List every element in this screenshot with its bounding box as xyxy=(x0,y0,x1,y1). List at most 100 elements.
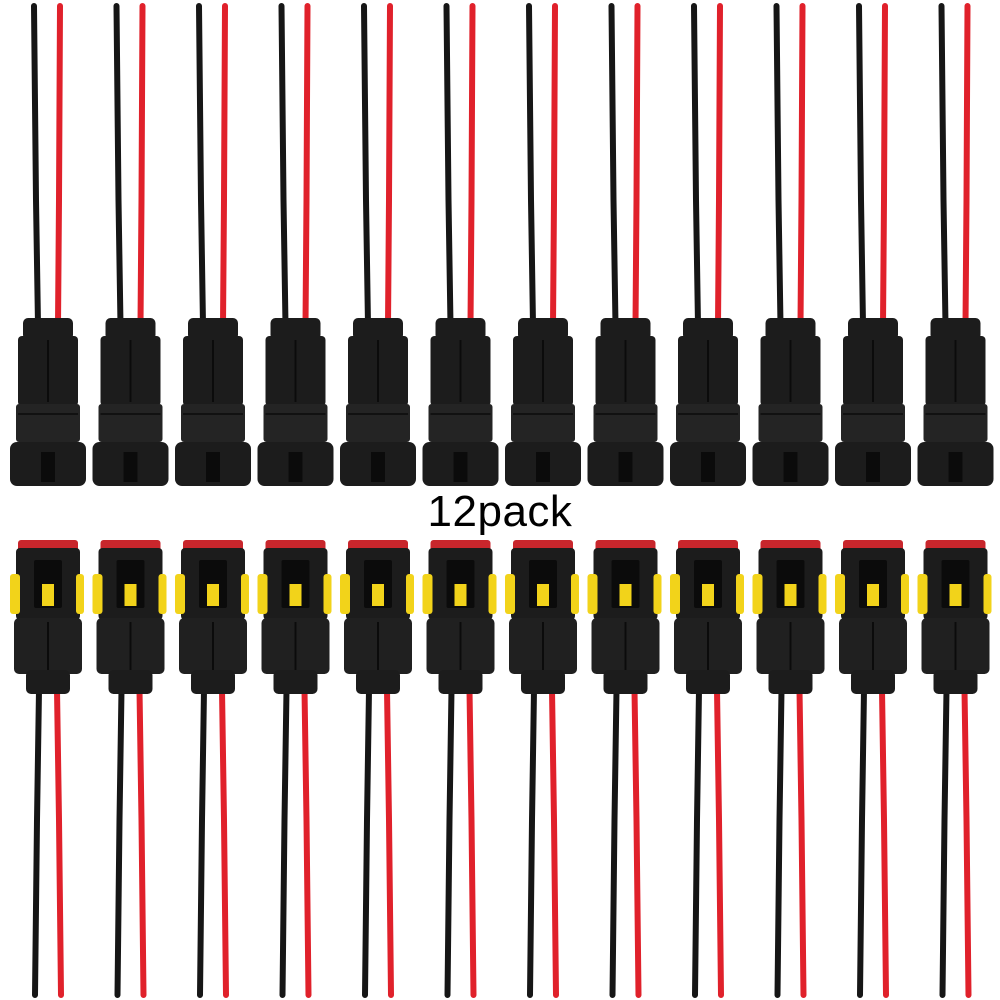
connector-waist xyxy=(263,404,328,442)
connector-boot xyxy=(438,670,483,694)
seal-right xyxy=(241,574,249,614)
connector-boot xyxy=(933,670,978,694)
red-wire xyxy=(797,3,806,328)
black-wire xyxy=(609,687,620,998)
seal-left xyxy=(670,574,680,614)
female-connector xyxy=(917,3,994,486)
black-wire xyxy=(32,687,42,998)
connector-boot xyxy=(600,318,651,340)
black-wire xyxy=(31,3,41,328)
connector-boot xyxy=(270,318,321,340)
male-connector-row xyxy=(10,540,992,998)
black-wire xyxy=(527,687,537,998)
connector-waist xyxy=(593,404,658,442)
female-connector xyxy=(92,3,169,486)
seal-right xyxy=(76,574,84,614)
red-wire xyxy=(879,687,889,998)
connector-boot xyxy=(518,318,568,340)
seal-left xyxy=(917,574,928,614)
connector-waist xyxy=(511,404,575,442)
red-wire xyxy=(549,687,559,998)
connector-boot xyxy=(851,670,895,694)
seal-center xyxy=(784,584,797,606)
connector-waist xyxy=(758,404,823,442)
black-wire xyxy=(939,687,950,998)
female-connector xyxy=(10,3,86,486)
female-connector xyxy=(752,3,829,486)
male-connector xyxy=(10,540,84,998)
red-wire xyxy=(962,3,971,328)
female-connector-row xyxy=(10,3,994,486)
red-wire xyxy=(136,687,147,998)
black-wire xyxy=(526,3,536,328)
connector-boot xyxy=(23,318,73,340)
pack-count-label: 12pack xyxy=(427,487,573,536)
red-wire xyxy=(466,687,477,998)
red-wire xyxy=(384,687,394,998)
seal-left xyxy=(752,574,763,614)
red-wire xyxy=(550,3,558,328)
male-connector xyxy=(92,540,167,998)
seal-right xyxy=(158,574,167,614)
connector-waist xyxy=(676,404,740,442)
connector-boot xyxy=(603,670,648,694)
male-connector xyxy=(175,540,249,998)
seal-center xyxy=(289,584,302,606)
red-wire xyxy=(302,3,311,328)
seal-right xyxy=(736,574,744,614)
red-wire xyxy=(301,687,312,998)
female-connector xyxy=(670,3,746,486)
latch-slot xyxy=(371,452,385,482)
seal-left xyxy=(835,574,845,614)
latch-slot xyxy=(948,452,963,482)
connector-boot xyxy=(108,670,153,694)
connector-boot xyxy=(930,318,981,340)
seal-center xyxy=(537,584,549,606)
latch-slot xyxy=(41,452,55,482)
connector-boot xyxy=(105,318,156,340)
black-wire xyxy=(856,3,866,328)
latch-slot xyxy=(288,452,303,482)
red-wire xyxy=(631,687,642,998)
red-wire xyxy=(715,3,723,328)
connector-boot xyxy=(191,670,235,694)
red-wire xyxy=(714,687,724,998)
connector-waist xyxy=(346,404,410,442)
connector-waist xyxy=(16,404,80,442)
latch-slot xyxy=(701,452,715,482)
seal-left xyxy=(175,574,185,614)
male-connector xyxy=(340,540,414,998)
connector-boot xyxy=(356,670,400,694)
seal-left xyxy=(505,574,515,614)
black-wire xyxy=(114,687,125,998)
seal-right xyxy=(818,574,827,614)
seal-center xyxy=(867,584,879,606)
female-connector xyxy=(175,3,251,486)
connector-waist xyxy=(98,404,163,442)
connector-boot xyxy=(353,318,403,340)
latch-slot xyxy=(536,452,550,482)
black-wire xyxy=(113,3,124,328)
red-wire xyxy=(55,3,63,328)
black-wire xyxy=(773,3,784,328)
seal-center xyxy=(619,584,632,606)
seal-center xyxy=(42,584,54,606)
male-connector xyxy=(917,540,992,998)
black-wire xyxy=(278,3,289,328)
black-wire xyxy=(196,3,206,328)
seal-right xyxy=(983,574,992,614)
red-wire xyxy=(220,3,228,328)
latch-slot xyxy=(123,452,138,482)
female-connector xyxy=(587,3,664,486)
seal-center xyxy=(207,584,219,606)
seal-left xyxy=(257,574,268,614)
male-connector xyxy=(752,540,827,998)
black-wire xyxy=(857,687,867,998)
connector-boot xyxy=(768,670,813,694)
male-connector xyxy=(835,540,909,998)
red-wire xyxy=(385,3,393,328)
red-wire xyxy=(219,687,229,998)
latch-slot xyxy=(783,452,798,482)
